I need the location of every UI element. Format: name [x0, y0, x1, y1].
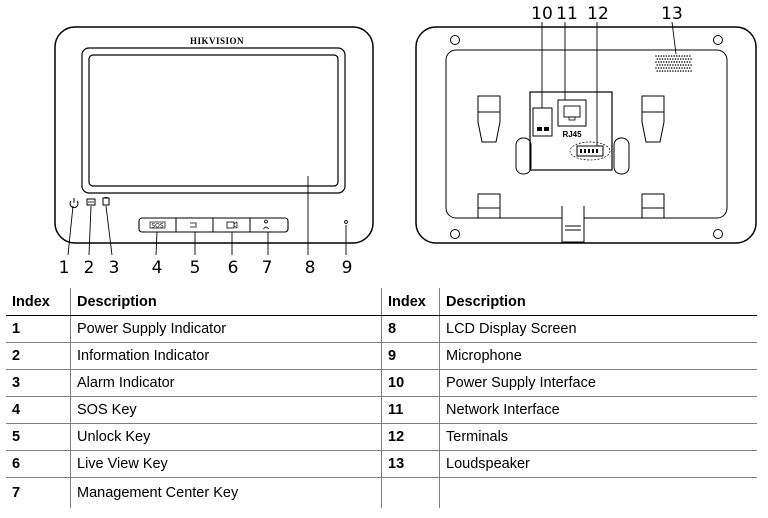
description-cell: Alarm Indicator — [70, 369, 382, 397]
network-interface: RJ45 — [557, 99, 587, 139]
index-cell: 7 — [12, 485, 21, 501]
lcd-screen — [88, 54, 339, 187]
callout-6: 6 — [228, 258, 239, 278]
callout-3: 3 — [109, 258, 120, 278]
table-row: 2 Information Indicator 9 Microphone — [6, 342, 757, 370]
description-cell: LCD Display Screen — [439, 315, 757, 343]
rear-panel-outline — [415, 26, 757, 244]
management-center-key[interactable] — [263, 219, 269, 230]
screw-hole — [713, 229, 723, 239]
index-cell: 2 — [6, 342, 71, 370]
callout-4: 4 — [152, 258, 163, 278]
callout-13: 13 — [661, 4, 683, 24]
front-panel: HIKVISION SOS — [54, 26, 374, 278]
description-cell: Unlock Key — [70, 423, 382, 451]
description-cell: Live View Key — [70, 450, 382, 478]
index-cell: 4 — [6, 396, 71, 424]
callout-8: 8 — [305, 258, 316, 278]
table-row: 1 Power Supply Indicator 8 LCD Display S… — [6, 315, 757, 343]
power-supply-interface — [532, 107, 553, 137]
mounting-hook — [641, 95, 665, 143]
table-row: 5 Unlock Key 12 Terminals — [6, 423, 757, 451]
front-panel-outline — [54, 26, 374, 244]
mounting-hook — [477, 95, 501, 143]
table-row: 4 SOS Key 11 Network Interface — [6, 396, 757, 424]
callout-5: 5 — [190, 258, 201, 278]
information-indicator-icon — [86, 198, 96, 206]
index-cell: 6 — [6, 450, 71, 478]
description-cell: Power Supply Indicator — [70, 315, 382, 343]
live-view-key[interactable] — [226, 221, 238, 229]
unlock-key[interactable] — [190, 222, 197, 228]
rear-callout-numbers: 10 11 12 13 — [531, 4, 683, 24]
user-icon — [263, 219, 269, 230]
description-cell: Terminals — [439, 423, 757, 451]
mounting-hook — [641, 193, 665, 219]
description-cell: Microphone — [439, 342, 757, 370]
spec-table: Index Description Index Description 1 Po… — [6, 288, 757, 508]
index-cell: 12 — [381, 423, 440, 451]
rear-slot — [515, 137, 532, 175]
alarm-indicator-icon — [102, 197, 110, 206]
description-cell: SOS Key — [70, 396, 382, 424]
callout-10: 10 — [531, 4, 553, 24]
connector-block — [529, 91, 613, 171]
index-cell — [381, 477, 440, 508]
unlock-key-icon — [190, 222, 197, 228]
device-diagram: HIKVISION SOS — [54, 4, 757, 278]
rear-panel: RJ45 10 11 12 13 — [415, 4, 757, 244]
header-description-right: Description — [439, 288, 757, 316]
index-cell: 9 — [381, 342, 440, 370]
rear-inner-plate — [445, 49, 728, 219]
hikvision-logo: HIKVISION — [190, 36, 244, 46]
description-cell: Information Indicator — [70, 342, 382, 370]
header-index-left: Index — [6, 288, 71, 316]
description-cell: Management Center Key — [70, 477, 382, 508]
description-cell: Loudspeaker — [439, 450, 757, 478]
index-cell: 10 — [381, 369, 440, 397]
index-cell: 11 — [381, 396, 440, 424]
header-index-right: Index — [381, 288, 440, 316]
rear-callout-lines — [541, 21, 677, 146]
camera-icon — [226, 221, 235, 229]
header-description-left: Description — [70, 288, 382, 316]
description-cell: Power Supply Interface — [439, 369, 757, 397]
callout-2: 2 — [84, 258, 95, 278]
callout-11: 11 — [556, 4, 578, 24]
rj45-label: RJ45 — [562, 130, 582, 139]
screw-hole — [713, 35, 723, 45]
description-cell: Network Interface — [439, 396, 757, 424]
index-cell: 8 — [381, 315, 440, 343]
svg-text:SOS: SOS — [151, 222, 164, 229]
screw-hole — [450, 35, 460, 45]
table-row: 6 Live View Key 13 Loudspeaker — [6, 450, 757, 478]
index-cell: 3 — [6, 369, 71, 397]
callout-1: 1 — [59, 258, 70, 278]
power-indicator-icon — [69, 198, 79, 209]
index-cell: 13 — [381, 450, 440, 478]
index-cell: 1 — [6, 315, 71, 343]
front-screen-bezel — [81, 47, 346, 194]
microphone-hole — [344, 220, 348, 224]
sos-key[interactable]: SOS — [149, 221, 166, 229]
front-callout-lines — [67, 176, 347, 256]
rear-slot — [613, 137, 630, 175]
screw-hole — [450, 229, 460, 239]
table-row: 3 Alarm Indicator 10 Power Supply Interf… — [6, 369, 757, 397]
callout-9: 9 — [342, 258, 353, 278]
bottom-stand-tab — [561, 206, 585, 243]
index-cell: 5 — [6, 423, 71, 451]
description-cell — [439, 477, 757, 508]
table-row: 7 Management Center Key — [6, 477, 757, 508]
terminals — [569, 141, 611, 161]
loudspeaker-grille — [655, 55, 692, 72]
callout-7: 7 — [262, 258, 273, 278]
mounting-hook — [477, 193, 501, 219]
front-callout-numbers: 1 2 3 4 5 6 7 8 9 — [59, 258, 353, 278]
table-header-row: Index Description Index Description — [6, 288, 757, 316]
callout-12: 12 — [587, 4, 609, 24]
